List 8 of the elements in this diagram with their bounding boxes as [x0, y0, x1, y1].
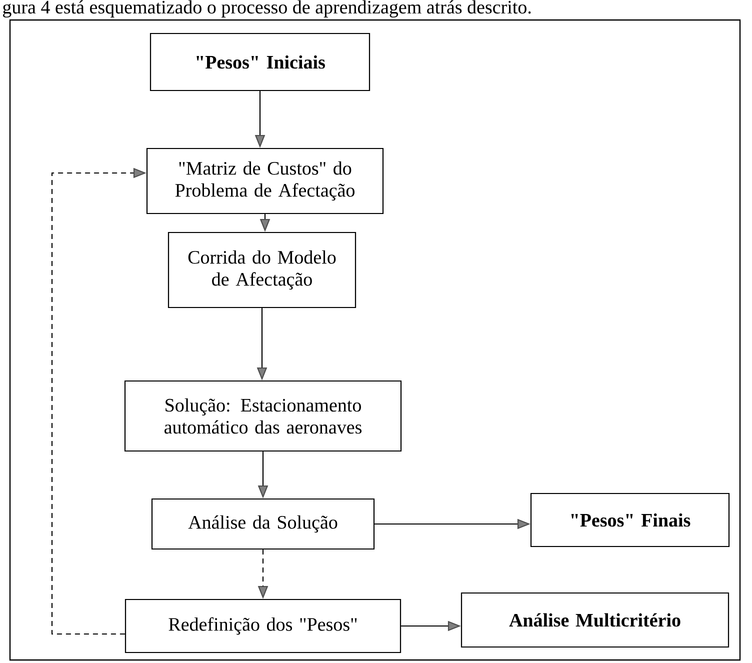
process-box: Análise da Solução	[151, 498, 375, 550]
process-box: Solução: Estacionamento automático das aeronaves	[124, 380, 402, 452]
process-box: "Pesos" Finais	[530, 492, 730, 548]
process-box: "Pesos" Iniciais	[150, 32, 370, 92]
process-box: Redefinição dos "Pesos"	[124, 598, 402, 654]
process-box: "Matriz de Custos" do Problema de Afectação	[146, 148, 384, 214]
process-box: Corrida do Modelo de Afectação	[168, 232, 356, 308]
process-box: Análise Multicritério	[460, 592, 730, 648]
